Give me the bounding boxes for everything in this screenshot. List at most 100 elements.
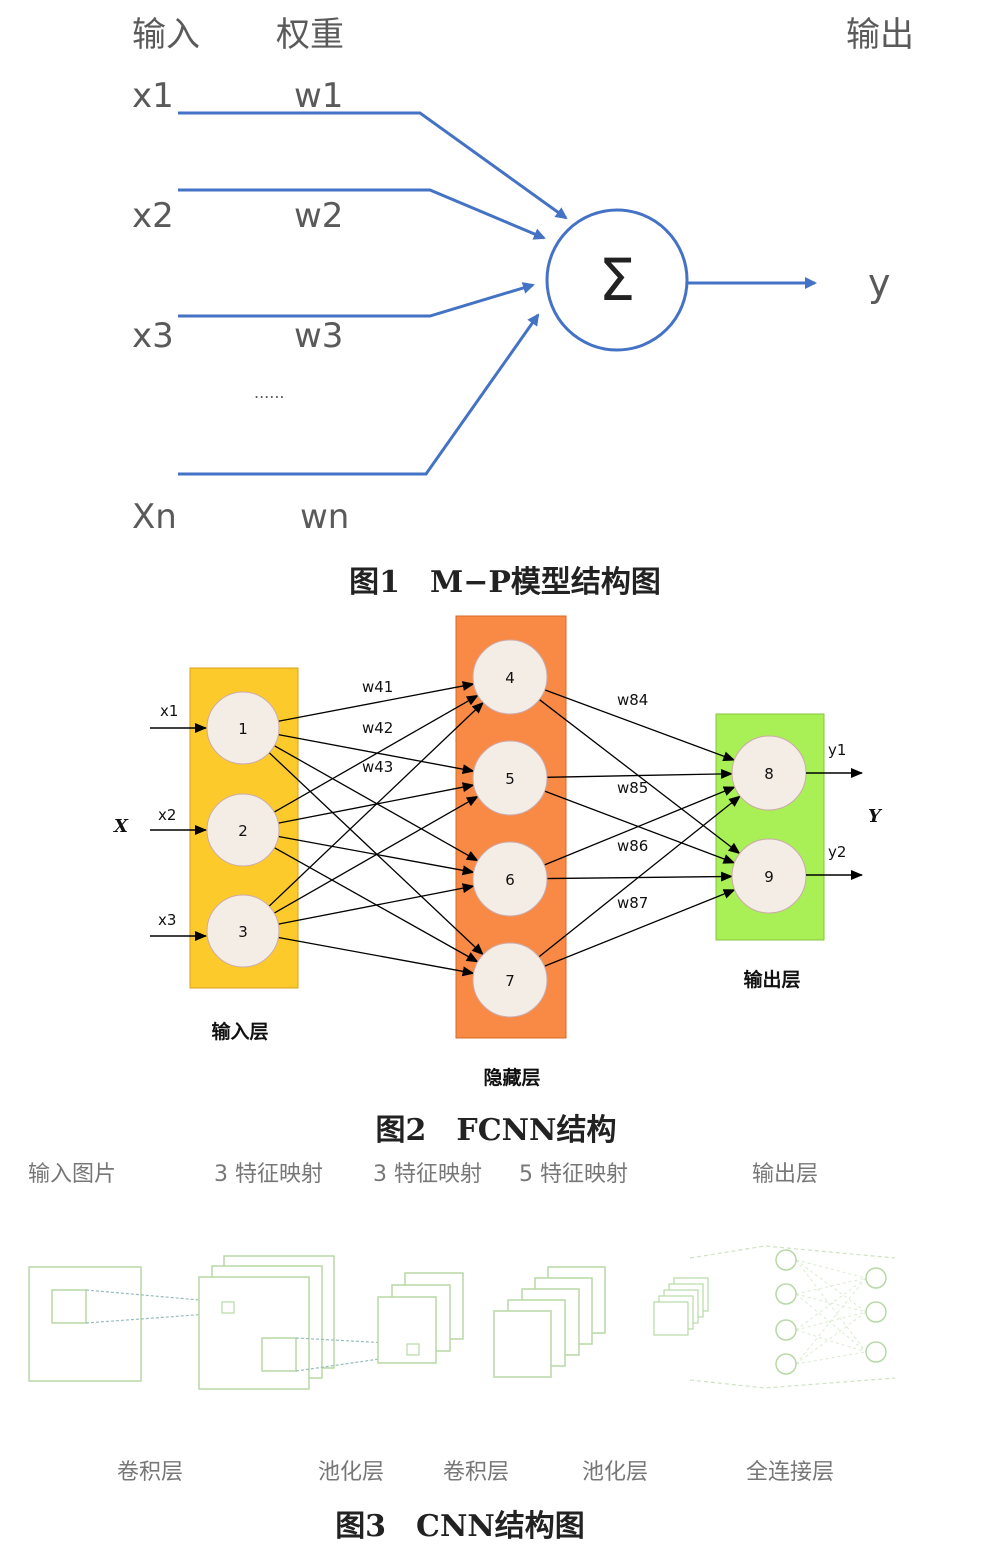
fig2-node-9 [731,838,807,914]
fig3-top-label-input-image: 输入图片 [28,1162,116,1187]
fig3-fc-link-1-3 [795,1259,867,1353]
fig3-pool2-map-1 [653,1301,689,1336]
fig2-edge-4-9 [538,698,741,855]
fig3-fc-neuron-1 [775,1249,797,1271]
fig2-edge-7-8 [537,795,741,959]
fig3-fc-link-1-2 [795,1259,867,1313]
fig1-sum-symbol: Σ [599,246,636,314]
fig2-label-y2: y2 [828,843,846,861]
fig2-edge-6-8 [543,786,736,866]
fig2-label-y1: y1 [828,741,846,759]
fig3-fc-link-3-1 [795,1277,867,1331]
fig2-weight-w84: w84 [617,691,648,709]
fig3-top-label-feature-map-1: 3 特征映射 [214,1162,323,1187]
fig2-node-7 [472,942,548,1018]
fig1-input-x3: x3 [132,316,174,356]
fig2-edge-3-7 [278,936,475,977]
fig2-edge-1-6 [274,745,479,862]
fig2-node-6-label: 6 [505,871,515,889]
fig2-node-9-label: 9 [764,868,774,886]
fig2-node-5-label: 5 [505,770,515,788]
fig3-fc-link-4-1 [795,1277,867,1365]
fig2-node-8-label: 8 [764,765,774,783]
fig1-sum-node [545,208,689,352]
fig2-node-3-label: 3 [238,923,248,941]
fig2-edge-1-4 [278,681,475,722]
fig3-fc-link-4-3 [795,1351,867,1365]
fig2-edge-1-5 [278,733,475,775]
fig2-weight-w87: w87 [617,894,648,912]
fig2-node-6 [472,841,548,917]
fig3-out-neuron-3 [865,1341,887,1363]
fig1-header-input: 输入 [132,15,200,55]
fig1-input-x2: x2 [132,196,174,236]
fig1-header-weight: 权重 [276,15,344,55]
fig3-out-neuron-1 [865,1267,887,1289]
fig3-kernel-line-2 [85,1312,223,1324]
fig2-node-2-label: 2 [238,822,248,840]
fig2-node-4 [472,639,548,715]
fig3-bottom-label-conv2: 卷积层 [443,1460,509,1485]
fig2-group-y: Y [868,806,883,827]
fig3-top-label-feature-map-2: 3 特征映射 [373,1162,482,1187]
fig2-edges [268,681,741,977]
fig2-layer-output-label: 输出层 [743,968,800,991]
fig1-header-output: 输出 [846,15,914,55]
fig3-fc-neuron-4 [775,1353,797,1375]
fig3-conv1-target [221,1301,235,1314]
fig1-ellipsis: ...... [254,383,285,402]
fig3-fc-neuron-2 [775,1283,797,1305]
fig2-weight-w86: w86 [617,837,648,855]
fig3-fc-link-3-3 [795,1329,867,1353]
fig3-fc-neuron-3 [775,1319,797,1341]
fig3-bottom-label-fc: 全连接层 [746,1460,834,1485]
fig3-fc-bounds [689,1245,896,1389]
fig1-output-y: y [868,261,891,305]
fig2-group-x: X [113,816,129,837]
fig2-label-x3: x3 [158,911,176,929]
fig2-edge-3-5 [273,795,479,914]
fig3-bottom-label-pool2: 池化层 [582,1460,648,1485]
fig1-arrow-2 [178,188,546,240]
fig2-node-1-label: 1 [238,720,248,738]
fig3-kernel-line-4 [295,1354,408,1372]
fig1-input-x1: x1 [132,76,174,116]
fig1-input-xn: Xn [132,497,177,537]
fig1-arrow-3 [178,282,535,318]
fig2-edge-3-4 [268,701,484,907]
fig1-weight-wn: wn [300,497,349,537]
fig3-top-label-feature-map-3: 5 特征映射 [519,1162,628,1187]
fig2-caption: 图2 FCNN结构 [376,1113,617,1148]
fig2-node-2 [206,793,280,867]
fig3-input-kernel [51,1289,87,1324]
fig2-node-1 [206,691,280,765]
fig2-layer-input-label: 输入层 [211,1020,268,1043]
fig3-caption: 图3 CNN结构图 [335,1509,585,1544]
fig3-kernel-line-1 [85,1289,223,1303]
fig3-pool1-target [406,1343,420,1356]
fig2-edge-4-8 [543,688,736,762]
fig3-fc-links [795,1259,867,1365]
fig2-node-7-label: 7 [505,972,515,990]
fig2-weight-w43: w43 [362,758,393,776]
fig3-out-neuron-2 [865,1301,887,1323]
fig2-edge-3-6 [278,883,475,925]
fig3-fc-link-2-2 [795,1293,867,1313]
fig3-conv1-map-1 [198,1276,310,1390]
fig1-arrow-1 [178,111,568,220]
fig2-edge-5-8 [545,768,734,779]
fig3-conv2-map-1 [493,1310,552,1378]
fig2-label-x1: x1 [160,702,178,720]
fig3-bottom-label-conv1: 卷积层 [117,1460,183,1485]
fig3-cnn: 输入图片 3 特征映射 3 特征映射 5 特征映射 输出层 [28,1162,896,1544]
fig3-bottom-label-pool1: 池化层 [318,1460,384,1485]
fig1-weight-w3: w3 [294,316,343,356]
fig2-edge-1-7 [268,752,484,956]
fig1-weight-w1: w1 [294,76,343,116]
fig3-top-label-output: 输出层 [752,1162,818,1187]
fig1-caption: 图1 M−P模型结构图 [349,565,661,600]
fig2-edge-7-9 [543,889,736,968]
fig2-label-x2: x2 [158,806,176,824]
fig1-arrow-n [178,313,540,476]
